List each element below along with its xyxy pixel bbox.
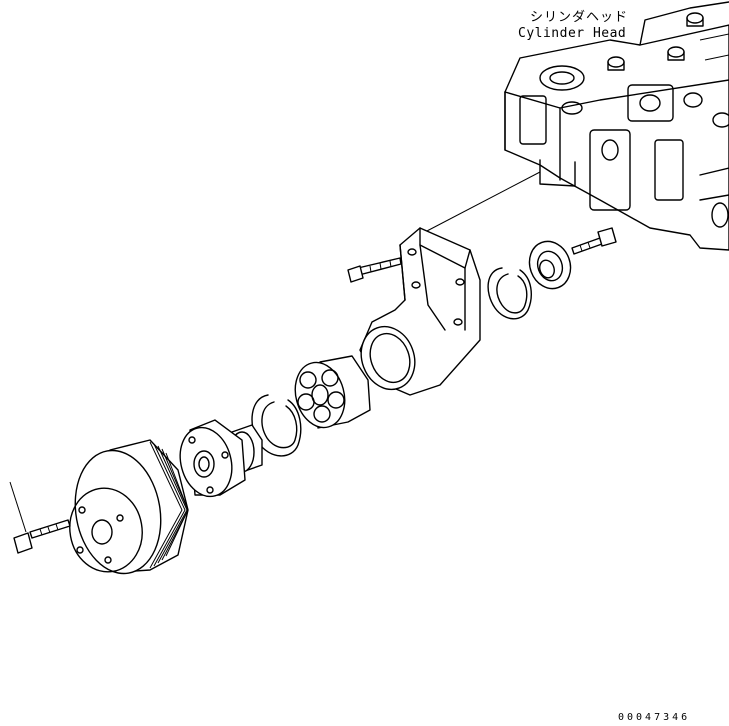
mounting-bracket	[359, 227, 481, 396]
cylinder-head-label-en: Cylinder Head	[518, 26, 627, 41]
part-number: 00047346	[618, 712, 691, 723]
leader-line-head	[424, 171, 541, 233]
pulley-bolt	[13, 519, 71, 554]
flex-coupling	[294, 355, 371, 429]
cylinder-head-label-jp: シリンダヘッド	[530, 10, 629, 25]
leader-line-bolt	[9, 481, 27, 533]
crank-pulley	[69, 439, 189, 575]
snap-ring-right	[487, 267, 532, 320]
bolt-right	[571, 227, 617, 255]
cylinder-head	[504, 1, 729, 251]
seal-cap	[528, 240, 572, 290]
snap-ring-left	[251, 394, 302, 457]
bolt-bracket	[347, 257, 402, 283]
coupling-hub	[179, 419, 263, 498]
